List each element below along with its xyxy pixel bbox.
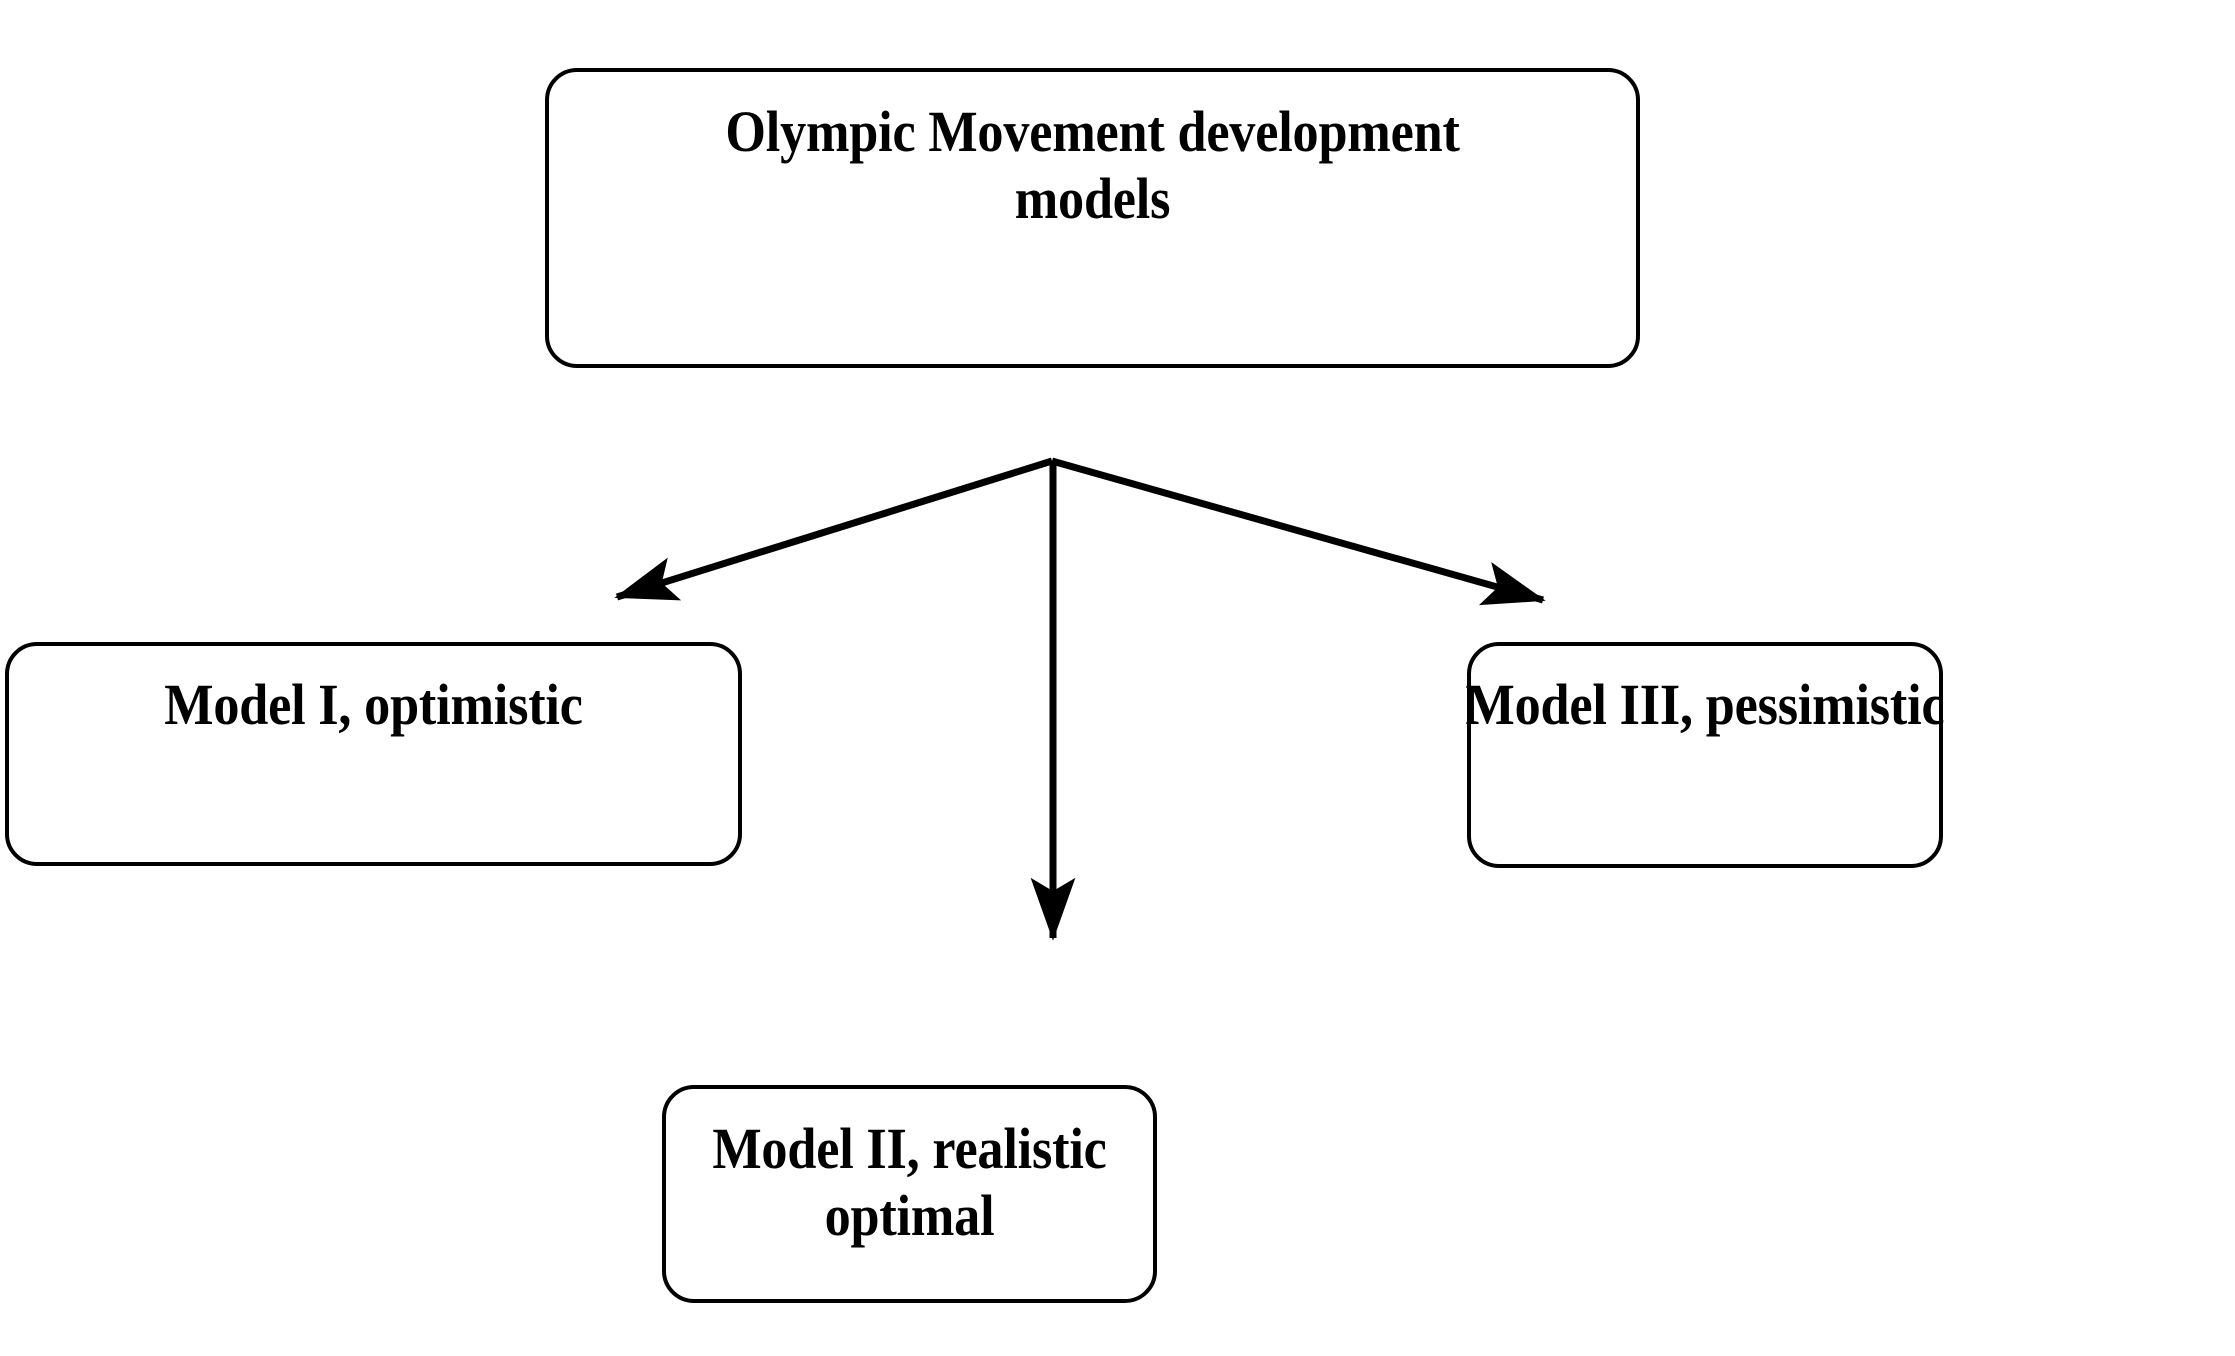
edge-root-to-model-1 bbox=[614, 457, 1054, 601]
node-model-3-label: Model III, pessimistic bbox=[1465, 672, 1945, 737]
node-model-1[interactable]: Model I, optimistic bbox=[5, 642, 742, 866]
node-model-2[interactable]: Model II, realistic optimal bbox=[662, 1085, 1157, 1303]
node-model-3[interactable]: Model III, pessimistic bbox=[1466, 642, 1945, 868]
node-model-2-label: Model II, realistic optimal bbox=[712, 1116, 1107, 1249]
node-root-label: Olympic Movement development models bbox=[725, 99, 1460, 232]
node-root[interactable]: Olympic Movement development models bbox=[545, 68, 1640, 368]
edge-root-to-model-3 bbox=[1051, 457, 1546, 606]
node-model-1-label: Model I, optimistic bbox=[164, 672, 583, 737]
